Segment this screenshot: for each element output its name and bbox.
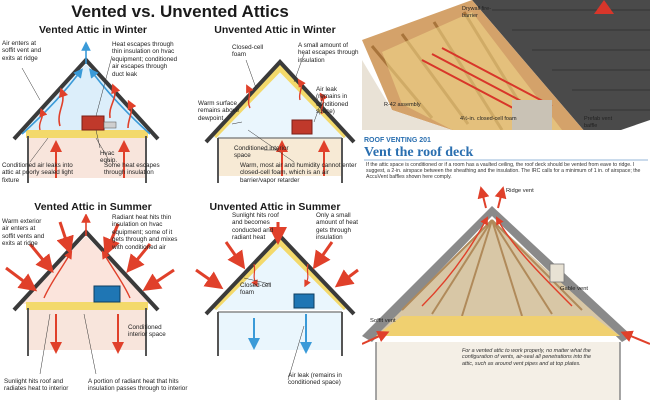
diagram-unvented-winter <box>204 53 356 183</box>
label-closed-cell-foam: Closed-cell foam <box>240 282 272 297</box>
attic-space <box>20 64 152 133</box>
panel-title-vented-summer: Vented Attic in Summer <box>34 201 152 213</box>
diagram-vented-winter <box>12 41 160 183</box>
label-conditioned-leaks: Conditioned air leaks into attic at poor… <box>2 162 74 184</box>
label-some-heat: Some heat escapes through insulation <box>104 162 160 177</box>
label-air-enters: Air enters at soffit vent and exits at r… <box>2 40 42 62</box>
label-radiant-heat: Radiant heat hits thin insulation on hva… <box>112 214 178 251</box>
label-conditioned-interior: Conditioned interior space <box>128 324 166 339</box>
callout-r42: R-42 assembly <box>384 102 421 108</box>
label-air-leak: Air leak (remains in conditioned space) <box>316 86 349 116</box>
roof-deck-illustration: ROOF VENTING 201 Vent the roof deck <box>362 0 650 186</box>
panel-title-vented-winter: Vented Attic in Winter <box>38 24 148 36</box>
label-warm-exterior: Warm exterior air enters at soffit vents… <box>2 218 45 248</box>
label-ridge-vent: Ridge vent <box>506 188 534 194</box>
insulation-layer <box>26 302 148 310</box>
heat-arrow <box>58 87 69 127</box>
hvac-unit <box>81 115 105 131</box>
insulation-layer <box>26 130 148 138</box>
roof <box>204 59 356 144</box>
label-hvac-equip: Hvac equip. <box>100 150 118 165</box>
attic-caption: For a vented attic to work properly, no … <box>462 348 592 367</box>
heading-text: Vent the roof deck <box>364 145 473 160</box>
label-closed-cell-foam: Closed-cell foam <box>232 44 264 59</box>
callout-baffle: Prefab vent baffle <box>584 116 613 130</box>
soffit-air-left <box>21 68 83 135</box>
kicker-text: ROOF VENTING 201 <box>364 137 431 144</box>
panel-title-unvented-winter: Unvented Attic in Winter <box>214 24 336 36</box>
label-conditioned-interior: Conditioned interior space <box>234 145 289 160</box>
label-portion: A portion of radiant heat that hits insu… <box>88 378 188 393</box>
label-warm-surface: Warm surface remains above dewpoint <box>198 100 240 122</box>
label-sunlight-hits: Sunlight hits roof and radiates heat to … <box>4 378 69 393</box>
gable-vent <box>549 263 565 283</box>
interior-space <box>218 312 342 350</box>
vented-attic-illustration <box>362 186 650 400</box>
page-title: Vented vs. Unvented Attics <box>71 2 289 21</box>
label-air-leak: Air leak (remains in conditioned space) <box>288 372 342 387</box>
diagram-vented-summer <box>5 214 175 375</box>
label-small-amount: A small amount of heat escapes through i… <box>298 42 359 64</box>
label-warm-moist: Warm, most air and humidity cannot enter… <box>240 162 357 184</box>
label-gable-vent: Gable vent <box>560 286 589 292</box>
callout-drywall: Drywall fire-barrier <box>462 6 492 20</box>
roof-venting-body: If the attic space is conditioned or if … <box>366 162 641 180</box>
hvac-unit <box>93 285 121 303</box>
label-soffit-vent: Soffit vent <box>370 318 396 324</box>
label-sunlight-conducted: Sunlight hits roof and becomes conducted… <box>232 212 279 242</box>
label-heat-escapes: Heat escapes through thin insulation on … <box>112 41 178 78</box>
closed-cell-foam <box>211 63 349 139</box>
label-only-small: Only a small amount of heat gets through… <box>316 212 359 242</box>
panel-title-unvented-summer: Unvented Attic in Summer <box>209 201 341 213</box>
diagram-unvented-summer <box>195 222 359 381</box>
callout-foam: 4½-in. closed-cell foam <box>460 116 517 122</box>
hvac-unit <box>291 119 313 135</box>
hvac-unit <box>293 293 315 309</box>
sun-arrow <box>5 266 38 292</box>
